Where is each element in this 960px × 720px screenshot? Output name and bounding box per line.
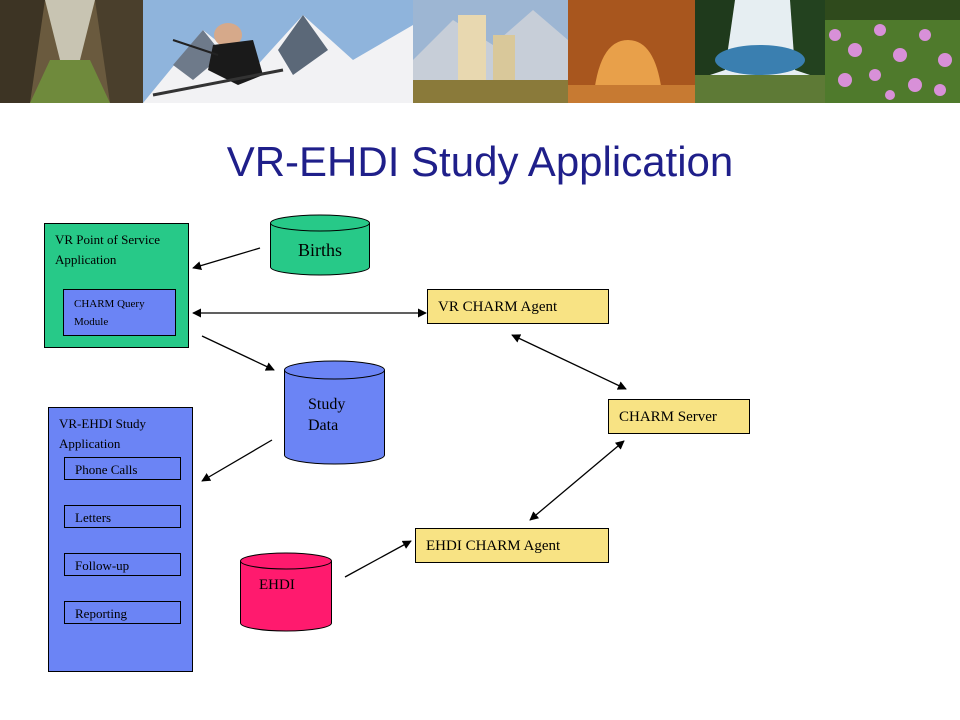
study-data-label: Study Data [308,394,345,436]
vr-ehdi-study-app-label: VR-EHDI Study Application [59,416,147,451]
births-label: Births [297,240,342,260]
skier-photo [143,0,413,103]
ehdi-cylinder: EHDI [240,552,332,632]
births-cylinder: Births [270,214,370,276]
arrow-study-data-to-study-app [201,439,273,482]
reporting-box: Reporting [64,601,181,624]
photo-banner [0,0,960,103]
charm-server-box: CHARM Server [608,399,750,434]
phone-calls-label: Phone Calls [75,462,138,477]
arrow-births-to-pos [192,247,261,270]
arrow-ehdi-to-ehdi-agent [344,540,412,578]
ehdi-charm-agent-label: EHDI CHARM Agent [426,538,561,554]
follow-up-box: Follow-up [64,553,181,576]
vr-point-of-service-label: VR Point of Service Application [55,232,161,267]
arrow-pos-to-study-data [201,335,275,371]
arrow-vr-agent-charm-server [511,334,627,390]
wildflower-meadow-photo [825,0,960,103]
vr-charm-agent-label: VR CHARM Agent [438,299,558,315]
reporting-label: Reporting [75,606,127,621]
study-data-line-1: Study [308,396,346,413]
ehdi-label: EHDI [259,577,295,593]
charm-query-module-label: CHARM Query Module [74,298,145,328]
ehdi-charm-agent-box: EHDI CHARM Agent [415,528,609,563]
letters-box: Letters [64,505,181,528]
phone-calls-box: Phone Calls [64,457,181,480]
arrow-charm-server-ehdi-agent [529,440,625,521]
page-title: VR-EHDI Study Application [226,138,734,185]
rock-arch-photo [568,0,695,103]
letters-label: Letters [75,510,112,525]
vr-charm-agent-box: VR CHARM Agent [427,289,609,324]
follow-up-label: Follow-up [75,558,130,573]
study-data-line-2: Data [308,417,339,434]
charm-server-label: CHARM Server [619,409,717,425]
canyon-photo [0,0,143,103]
city-skyline-photo [413,0,568,103]
study-data-cylinder: Study Data [284,360,385,465]
charm-query-module-box: CHARM Query Module [63,289,176,336]
vr-ehdi-study-app-box: VR-EHDI Study Application [48,407,193,672]
mountain-lake-photo [695,0,825,103]
